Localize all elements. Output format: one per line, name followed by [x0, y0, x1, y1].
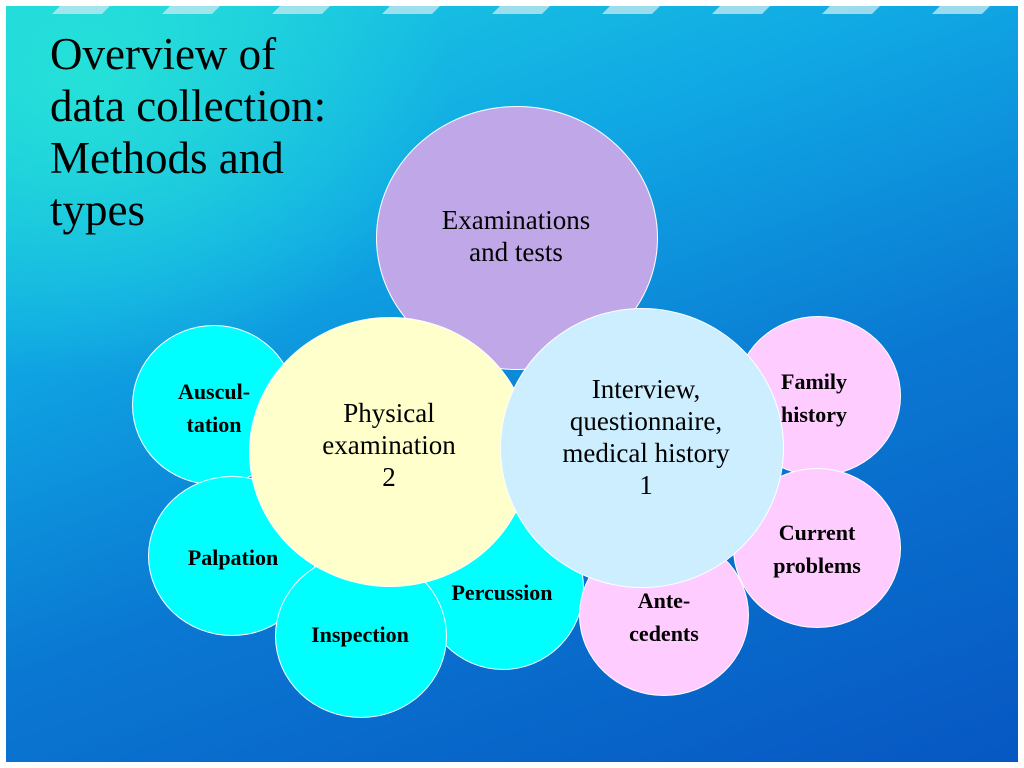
- label-line: cedents: [629, 621, 699, 646]
- label-examinations-and-tests: Examinations and tests: [406, 204, 626, 268]
- label-percussion: Percussion: [432, 576, 572, 609]
- label-line: Ante-: [637, 588, 691, 613]
- label-line: medical history: [562, 438, 730, 468]
- label-line: Physical: [343, 398, 435, 428]
- label-palpation: Palpation: [168, 541, 298, 574]
- label-line: Percussion: [451, 580, 553, 605]
- label-line: and tests: [469, 237, 563, 267]
- label-interview: Interview, questionnaire, medical histor…: [526, 373, 766, 501]
- label-antecedents: Ante- cedents: [604, 584, 724, 650]
- label-line: questionnaire,: [569, 406, 723, 436]
- decorative-banner: [52, 6, 990, 14]
- circle-interview: [500, 308, 784, 588]
- slide-title: Overview of data collection: Methods and…: [50, 28, 380, 236]
- slide: Overview of data collection: Methods and…: [6, 6, 1018, 762]
- label-line: history: [781, 402, 847, 427]
- label-family-history: Family history: [754, 365, 874, 431]
- label-line: Current: [778, 520, 856, 545]
- label-line: Palpation: [187, 545, 279, 570]
- circle-physical-examination: [249, 317, 531, 587]
- label-line: Auscul-: [177, 379, 251, 404]
- label-line: problems: [773, 553, 861, 578]
- label-line: Inspection: [311, 622, 409, 647]
- title-line: data collection:: [50, 81, 327, 131]
- label-line: 2: [382, 462, 396, 492]
- title-line: Overview of: [50, 29, 277, 79]
- label-current-problems: Current problems: [752, 516, 882, 582]
- label-line: 1: [639, 470, 653, 500]
- label-line: Interview,: [591, 374, 701, 404]
- label-line: tation: [186, 412, 242, 437]
- label-line: examination: [322, 430, 456, 460]
- label-line: Examinations: [441, 205, 591, 235]
- label-inspection: Inspection: [290, 618, 430, 651]
- label-physical-examination: Physical examination 2: [289, 397, 489, 493]
- label-line: Family: [781, 369, 847, 394]
- title-line: Methods and: [50, 133, 284, 183]
- title-line: types: [50, 185, 145, 235]
- label-auscultation: Auscul- tation: [154, 375, 274, 441]
